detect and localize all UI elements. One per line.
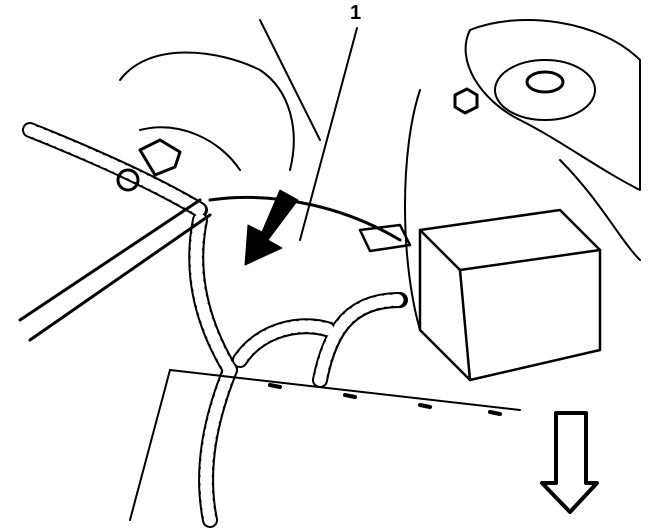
callout-label-1: 1 [350, 2, 362, 24]
strut-tower [404, 19, 641, 331]
wires [18, 138, 402, 342]
harness-conduit-ribs [24, 124, 406, 526]
solid-arrow-icon [244, 189, 299, 266]
callout-leader [299, 27, 358, 241]
upper-housing [119, 19, 321, 171]
control-module [358, 208, 602, 382]
hollow-down-arrow-icon [540, 411, 599, 514]
floor-panel [129, 369, 521, 521]
